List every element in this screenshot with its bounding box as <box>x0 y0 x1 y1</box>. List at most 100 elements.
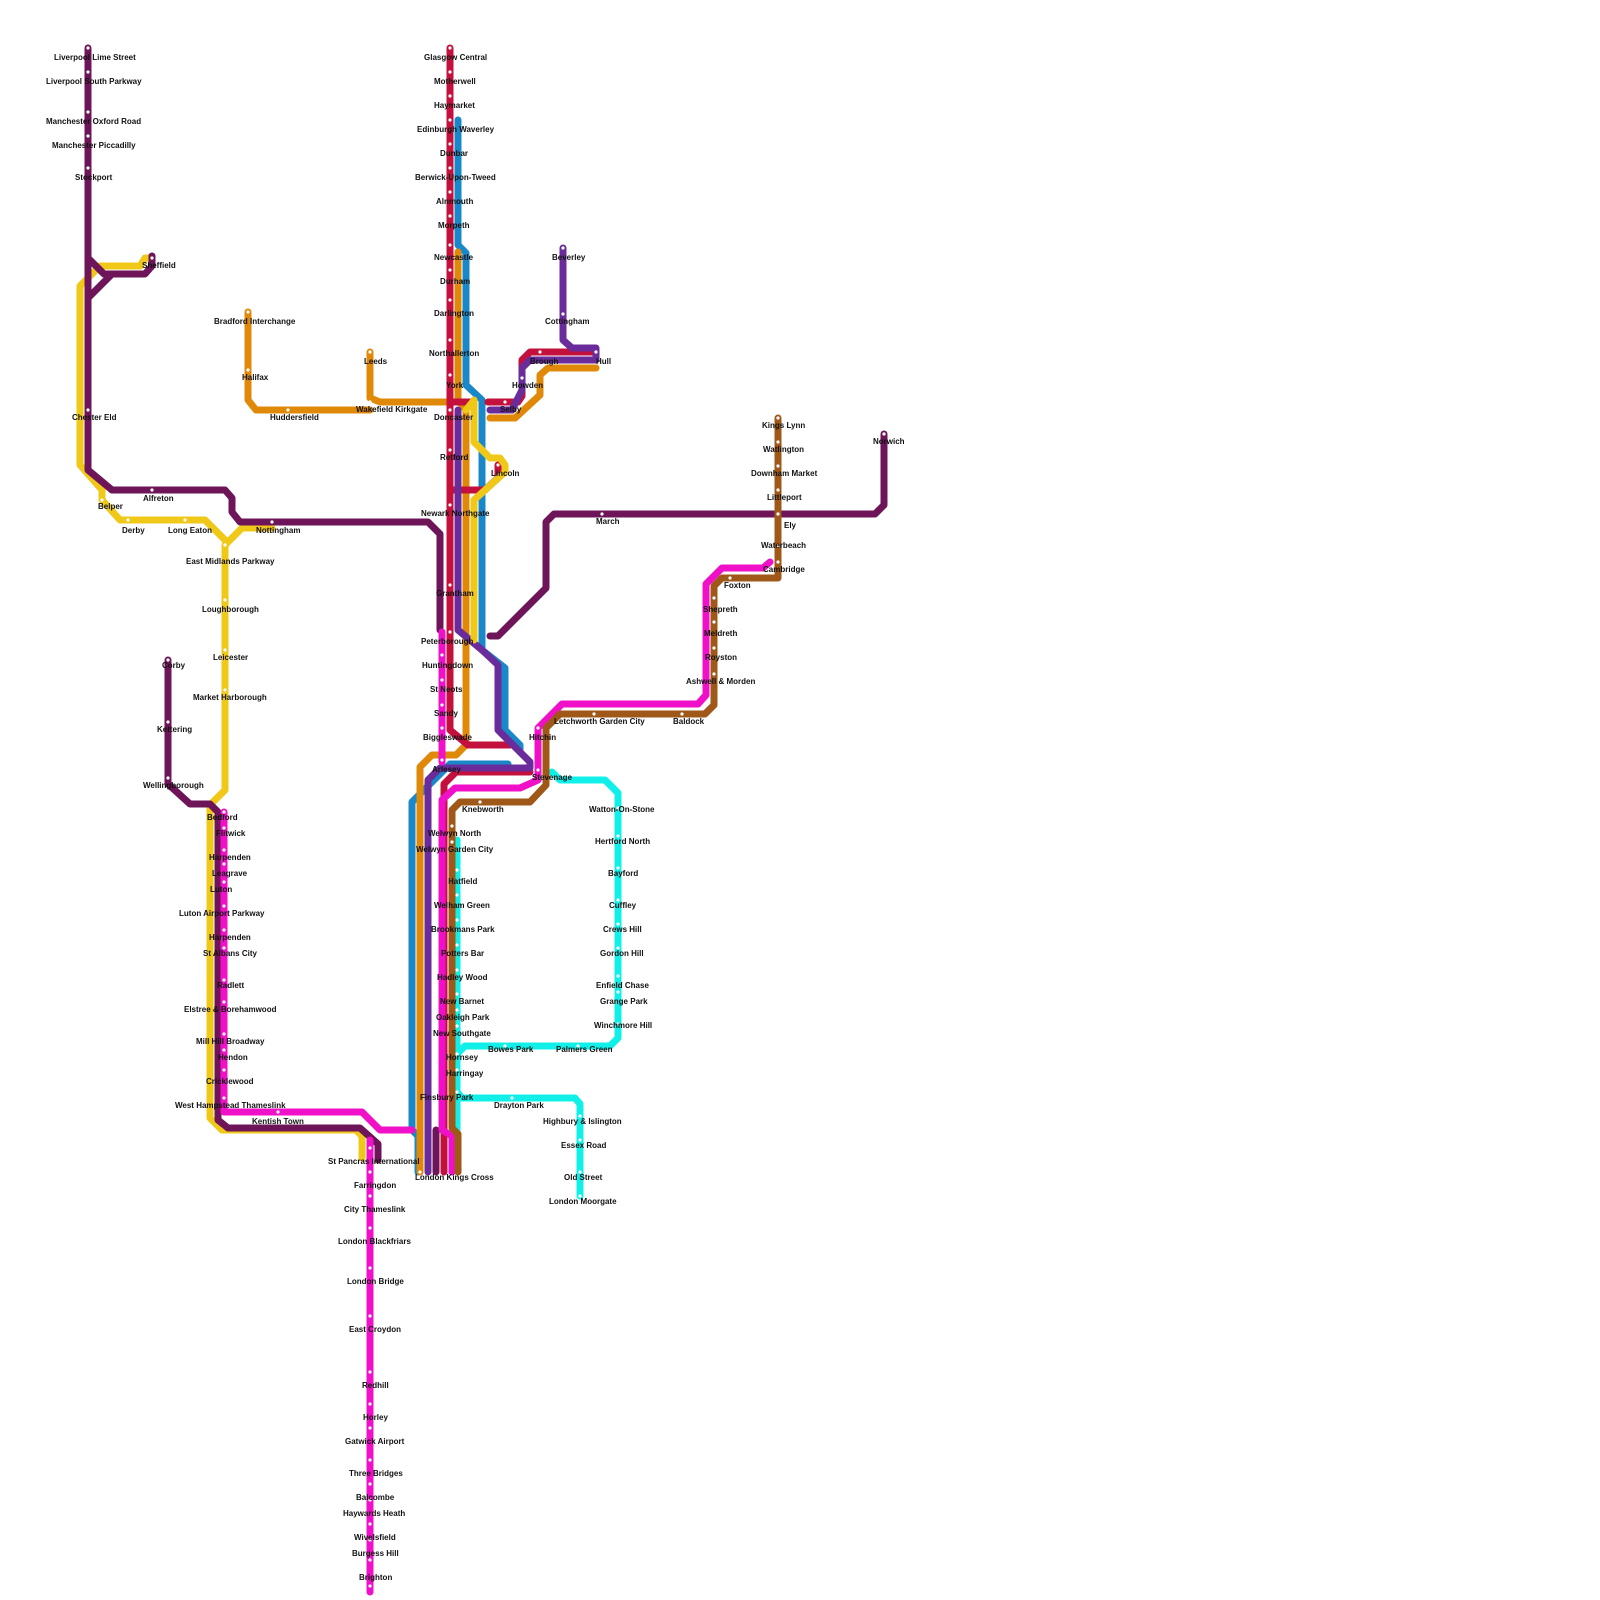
station-dot[interactable] <box>448 630 452 634</box>
station-dot[interactable] <box>368 1458 372 1462</box>
station-dot[interactable] <box>712 646 716 650</box>
station-dot[interactable] <box>520 376 524 380</box>
northwest-norwich[interactable] <box>486 430 888 640</box>
yellow-nottingham[interactable] <box>206 524 366 1162</box>
station-label[interactable]: West Hampstead Thameslink <box>175 1101 286 1110</box>
station-label[interactable]: Cricklewood <box>206 1077 254 1086</box>
station-label[interactable]: London Bridge <box>347 1277 404 1286</box>
station-dot[interactable] <box>776 488 780 492</box>
station-dot[interactable] <box>776 512 780 516</box>
station-label[interactable]: Horley <box>363 1413 388 1422</box>
station-label[interactable]: Cottingham <box>545 317 589 326</box>
station-label[interactable]: St Pancras International <box>328 1157 420 1166</box>
ecml-red-main[interactable] <box>446 44 514 749</box>
station-dot[interactable] <box>166 776 170 780</box>
station-dot[interactable] <box>455 1008 459 1012</box>
station-dot[interactable] <box>578 1170 582 1174</box>
station-label[interactable]: London Moorgate <box>549 1197 617 1206</box>
cambridge-line[interactable] <box>448 414 782 1176</box>
station-dot[interactable] <box>368 1498 372 1502</box>
station-label[interactable]: City Thameslink <box>344 1205 406 1214</box>
station-dot[interactable] <box>578 1114 582 1118</box>
station-label[interactable]: Nottingham <box>256 526 300 535</box>
station-dot[interactable] <box>616 1022 620 1026</box>
station-dot[interactable] <box>455 1068 459 1072</box>
station-label[interactable]: Darlington <box>434 309 474 318</box>
station-label[interactable]: Oakleigh Park <box>436 1013 490 1022</box>
station-label[interactable]: Halifax <box>242 373 269 382</box>
station-dot[interactable] <box>616 866 620 870</box>
station-dot[interactable] <box>561 312 565 316</box>
station-label[interactable]: Retford <box>440 453 469 462</box>
station-label[interactable]: Newcastle <box>434 253 474 262</box>
station-dot[interactable] <box>222 1096 226 1100</box>
station-dot[interactable] <box>183 518 187 522</box>
station-label[interactable]: Durham <box>440 277 470 286</box>
station-dot[interactable] <box>86 408 90 412</box>
purple-beverley[interactable] <box>486 244 600 414</box>
station-label[interactable]: Lincoln <box>491 469 520 478</box>
station-dot[interactable] <box>222 1000 226 1004</box>
station-label[interactable]: Gatwick Airport <box>345 1437 405 1446</box>
station-label[interactable]: Arlesey <box>432 765 461 774</box>
yellow-lincoln[interactable] <box>462 396 509 644</box>
station-dot[interactable] <box>222 978 226 982</box>
station-dot[interactable] <box>222 1068 226 1072</box>
station-label[interactable]: Leicester <box>213 653 248 662</box>
station-label[interactable]: Hitchin <box>529 733 556 742</box>
station-label[interactable]: Baldock <box>673 717 705 726</box>
station-label[interactable]: Long Eaton <box>168 526 212 535</box>
station-dot[interactable] <box>576 1044 580 1048</box>
brown-kingslynn[interactable] <box>448 414 782 1176</box>
station-dot[interactable] <box>616 974 620 978</box>
station-label[interactable]: Burgess Hill <box>352 1549 399 1558</box>
station-label[interactable]: Belper <box>98 502 123 511</box>
station-label[interactable]: Leeds <box>364 357 388 366</box>
station-label[interactable]: Enfield Chase <box>596 981 649 990</box>
station-dot[interactable] <box>594 350 598 354</box>
station-dot[interactable] <box>150 488 154 492</box>
station-label[interactable]: Hertford North <box>595 837 650 846</box>
northwest-sheffield-loop2[interactable] <box>84 270 116 302</box>
station-label[interactable]: Wellingborough <box>143 781 204 790</box>
station-dot[interactable] <box>222 810 226 814</box>
station-label[interactable]: London Blackfriars <box>338 1237 411 1246</box>
station-label[interactable]: Hadley Wood <box>437 973 488 982</box>
station-label[interactable]: Redhill <box>362 1381 389 1390</box>
station-dot[interactable] <box>440 678 444 682</box>
station-label[interactable]: Bowes Park <box>488 1045 534 1054</box>
station-label[interactable]: Haymarket <box>434 101 475 110</box>
station-dot[interactable] <box>776 440 780 444</box>
station-dot[interactable] <box>246 368 250 372</box>
station-label[interactable]: Flitwick <box>216 829 246 838</box>
station-label[interactable]: Three Bridges <box>349 1469 403 1478</box>
station-label[interactable]: Harpenden <box>209 853 251 862</box>
station-dot[interactable] <box>368 1170 372 1174</box>
station-label[interactable]: Wivelsfield <box>354 1533 396 1542</box>
station-label[interactable]: Bedford <box>207 813 238 822</box>
station-dot[interactable] <box>86 70 90 74</box>
station-label[interactable]: Berwick-Upon-Tweed <box>415 173 496 182</box>
station-dot[interactable] <box>616 990 620 994</box>
station-dot[interactable] <box>222 1032 226 1036</box>
station-dot[interactable] <box>223 598 227 602</box>
station-dot[interactable] <box>616 806 620 810</box>
station-label[interactable]: Brookmans Park <box>431 925 495 934</box>
station-label[interactable]: Morpeth <box>438 221 470 230</box>
station-label[interactable]: St Neots <box>430 685 463 694</box>
yellow-sheffield[interactable] <box>76 254 229 544</box>
station-label[interactable]: Gordon Hill <box>600 949 644 958</box>
station-label[interactable]: Welwyn Garden City <box>416 845 494 854</box>
station-dot[interactable] <box>222 904 226 908</box>
station-dot[interactable] <box>448 94 452 98</box>
station-label[interactable]: York <box>446 381 464 390</box>
station-label[interactable]: Kings Lynn <box>762 421 805 430</box>
midland-yellow-line[interactable] <box>76 254 509 1162</box>
station-label[interactable]: Brighton <box>359 1573 392 1582</box>
station-label[interactable]: Luton Airport Parkway <box>179 909 265 918</box>
station-dot[interactable] <box>776 464 780 468</box>
station-dot[interactable] <box>166 658 170 662</box>
station-dot[interactable] <box>100 498 104 502</box>
station-label[interactable]: Highbury & Islington <box>543 1117 622 1126</box>
